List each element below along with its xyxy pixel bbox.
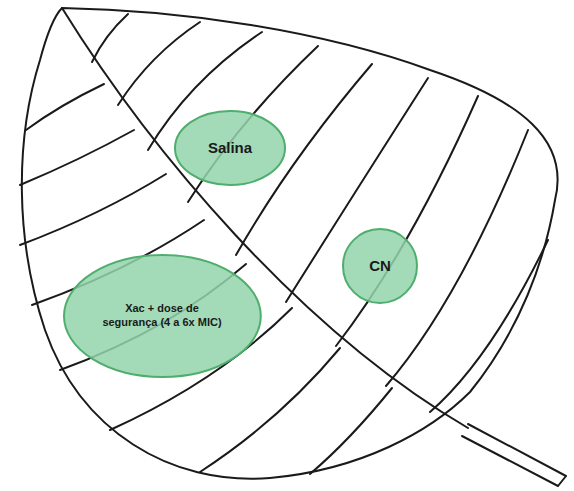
ellipse-outline — [175, 111, 285, 185]
ellipse-outline — [64, 255, 261, 377]
ellipse-outline — [343, 229, 417, 303]
leaf-outline — [22, 8, 558, 479]
ellipse-region: Xac + dose de segurança (4 a 6x MIC) — [63, 254, 262, 378]
ellipse-region: CN — [342, 228, 418, 304]
leaf-midrib — [62, 8, 468, 428]
leaf-stem — [462, 424, 566, 486]
leaf-veins — [20, 14, 548, 474]
ellipse-region: Salina — [174, 110, 286, 186]
region-label: Salina — [208, 139, 252, 158]
region-label: Xac + dose de segurança (4 a 6x MIC) — [98, 302, 226, 330]
region-label: CN — [369, 257, 391, 276]
